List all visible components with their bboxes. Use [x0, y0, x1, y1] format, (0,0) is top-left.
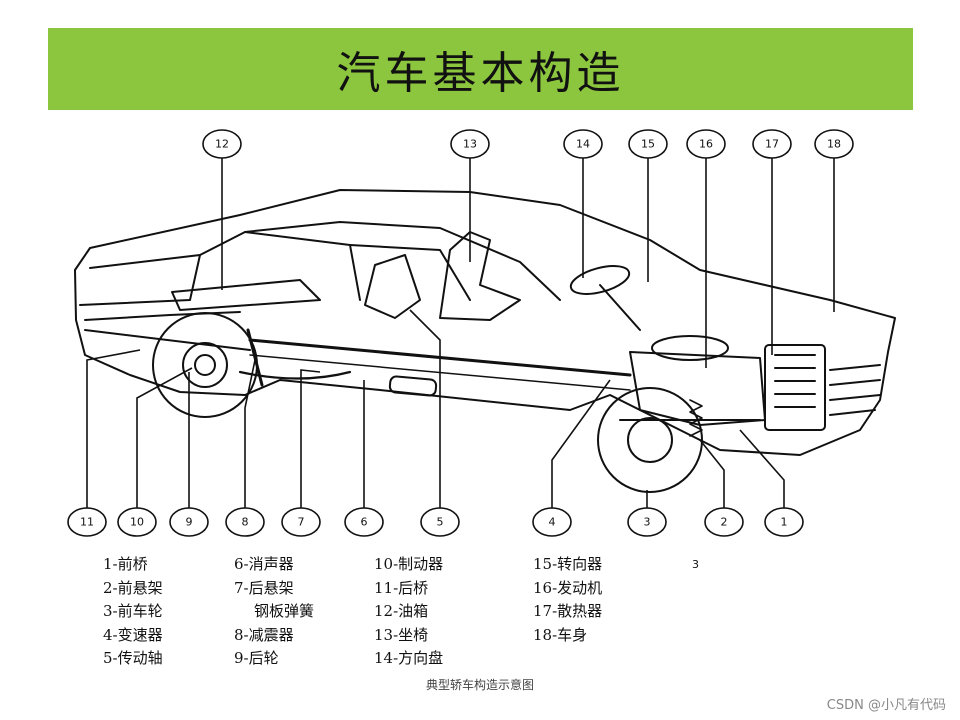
legend-item: 2-前悬架 — [103, 578, 163, 597]
legend-item: 13-坐椅 — [374, 625, 429, 644]
callout-15 — [628, 129, 668, 159]
callout-6 — [344, 507, 384, 537]
legend-column-4: 15-转向器 16-发动机 17-散热器 18-车身 — [533, 553, 602, 647]
callout-label-6: 6 — [361, 516, 368, 529]
callout-17 — [752, 129, 792, 159]
legend-item: 3-前车轮 — [103, 602, 163, 620]
legend-item: 1-前桥 — [103, 555, 148, 573]
legend-item: 16-发动机 — [533, 578, 603, 597]
callout-3 — [627, 507, 667, 537]
callout-markers — [67, 129, 854, 537]
legend-item: 17-散热器 — [533, 602, 603, 620]
callout-1 — [764, 507, 804, 537]
legend-item: 11-后桥 — [374, 578, 429, 597]
callout-16 — [686, 129, 726, 159]
legend-item: 12-油箱 — [374, 602, 429, 620]
callout-label-7: 7 — [298, 516, 305, 529]
callout-7 — [281, 507, 321, 537]
page-marker: 3 — [692, 558, 699, 571]
leader-lines — [86, 158, 835, 508]
callout-label-12: 12 — [215, 138, 229, 151]
callout-13 — [450, 129, 490, 159]
callout-12 — [202, 129, 242, 159]
legend-item: 18-车身 — [533, 625, 588, 644]
callout-5 — [420, 507, 460, 537]
legend-item: 8-减震器 — [234, 625, 294, 644]
callout-label-4: 4 — [549, 516, 556, 529]
legend-item: 10-制动器 — [374, 555, 444, 573]
callout-label-10: 10 — [130, 516, 144, 529]
callout-label-17: 17 — [765, 138, 779, 151]
callout-8 — [225, 507, 265, 537]
callout-label-14: 14 — [576, 138, 590, 151]
legend-item: 14-方向盘 — [374, 649, 444, 667]
callout-label-5: 5 — [437, 516, 444, 529]
legend-item: 7-后悬架 — [234, 578, 294, 597]
callout-11 — [67, 507, 107, 537]
callout-label-1: 1 — [781, 516, 788, 529]
callout-2 — [704, 507, 744, 537]
legend-column-1: 1-前桥 2-前悬架 3-前车轮 4-变速器 5-传动轴 — [103, 553, 163, 671]
watermark: CSDN @小凡有代码 — [826, 698, 946, 713]
legend-item: 5-传动轴 — [103, 649, 163, 667]
legend-column-2: 6-消声器 7-后悬架 钢板弹簧 8-减震器 9-后轮 — [234, 553, 314, 671]
car-illustration — [74, 189, 896, 493]
figure-caption: 典型轿车构造示意图 — [425, 678, 534, 692]
title-banner: 汽车基本构造 — [48, 28, 913, 110]
callout-14 — [563, 129, 603, 159]
callout-10 — [117, 507, 157, 537]
legend-item: 4-变速器 — [103, 625, 163, 644]
legend-column-3: 10-制动器 11-后桥 12-油箱 13-坐椅 14-方向盘 — [374, 553, 443, 671]
callout-label-9: 9 — [186, 516, 193, 529]
callout-label-13: 13 — [463, 138, 477, 151]
callout-label-11: 11 — [80, 516, 94, 529]
callout-4 — [532, 507, 572, 537]
callout-label-18: 18 — [827, 138, 841, 151]
callout-label-8: 8 — [242, 516, 249, 529]
callout-label-15: 15 — [641, 138, 655, 151]
callout-label-3: 3 — [644, 516, 651, 529]
legend-item: 15-转向器 — [533, 555, 603, 573]
callout-label-16: 16 — [699, 138, 713, 151]
callout-18 — [814, 129, 854, 159]
legend-item: 钢板弹簧 — [254, 602, 315, 620]
callout-9 — [169, 507, 209, 537]
legend-item: 6-消声器 — [234, 555, 294, 573]
legend-item: 9-后轮 — [234, 649, 279, 667]
page-title: 汽车基本构造 — [336, 48, 625, 99]
callout-label-2: 2 — [721, 516, 728, 529]
